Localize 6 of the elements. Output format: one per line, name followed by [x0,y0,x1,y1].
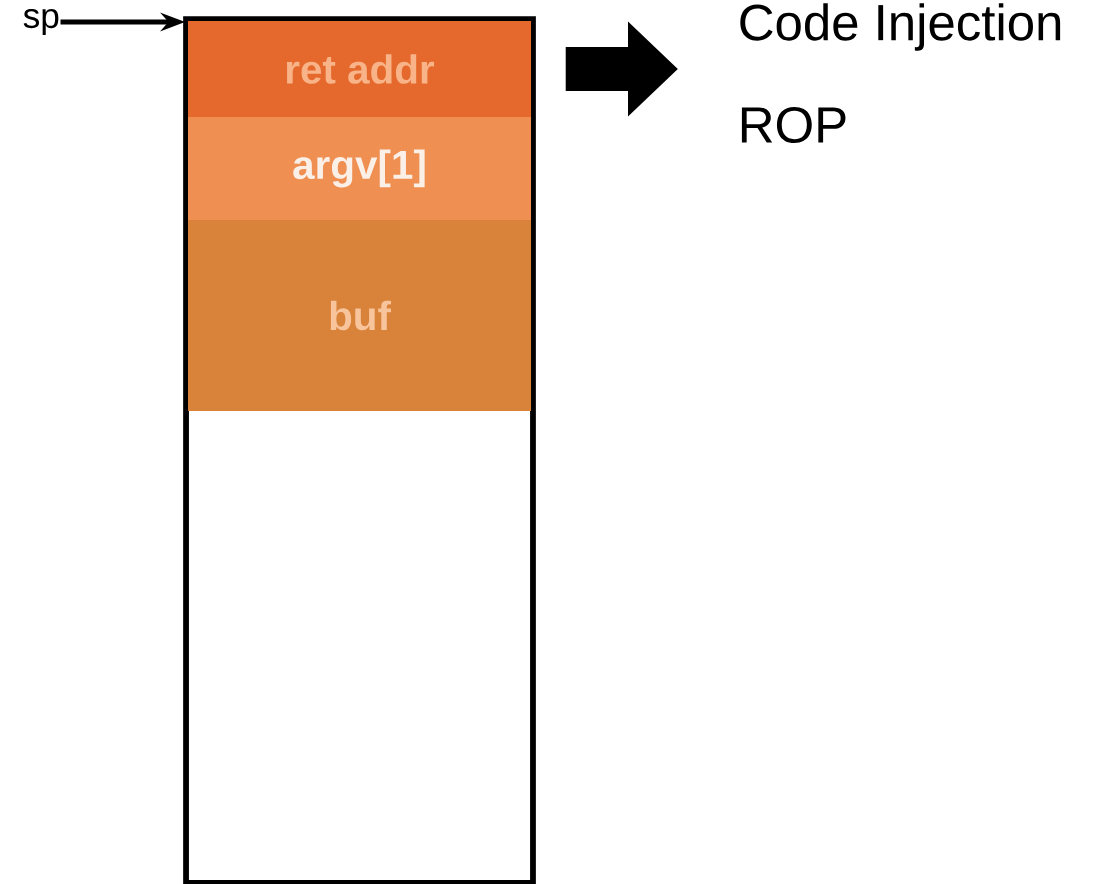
heading-text: ROP [741,106,846,144]
stack-slot: buf [188,220,531,411]
stack-slot: argv[1] [188,117,531,220]
heading-text: Code Injection [740,3,1061,51]
stack-slot: ret addr [188,21,531,117]
pointer-label: sp [23,8,59,36]
